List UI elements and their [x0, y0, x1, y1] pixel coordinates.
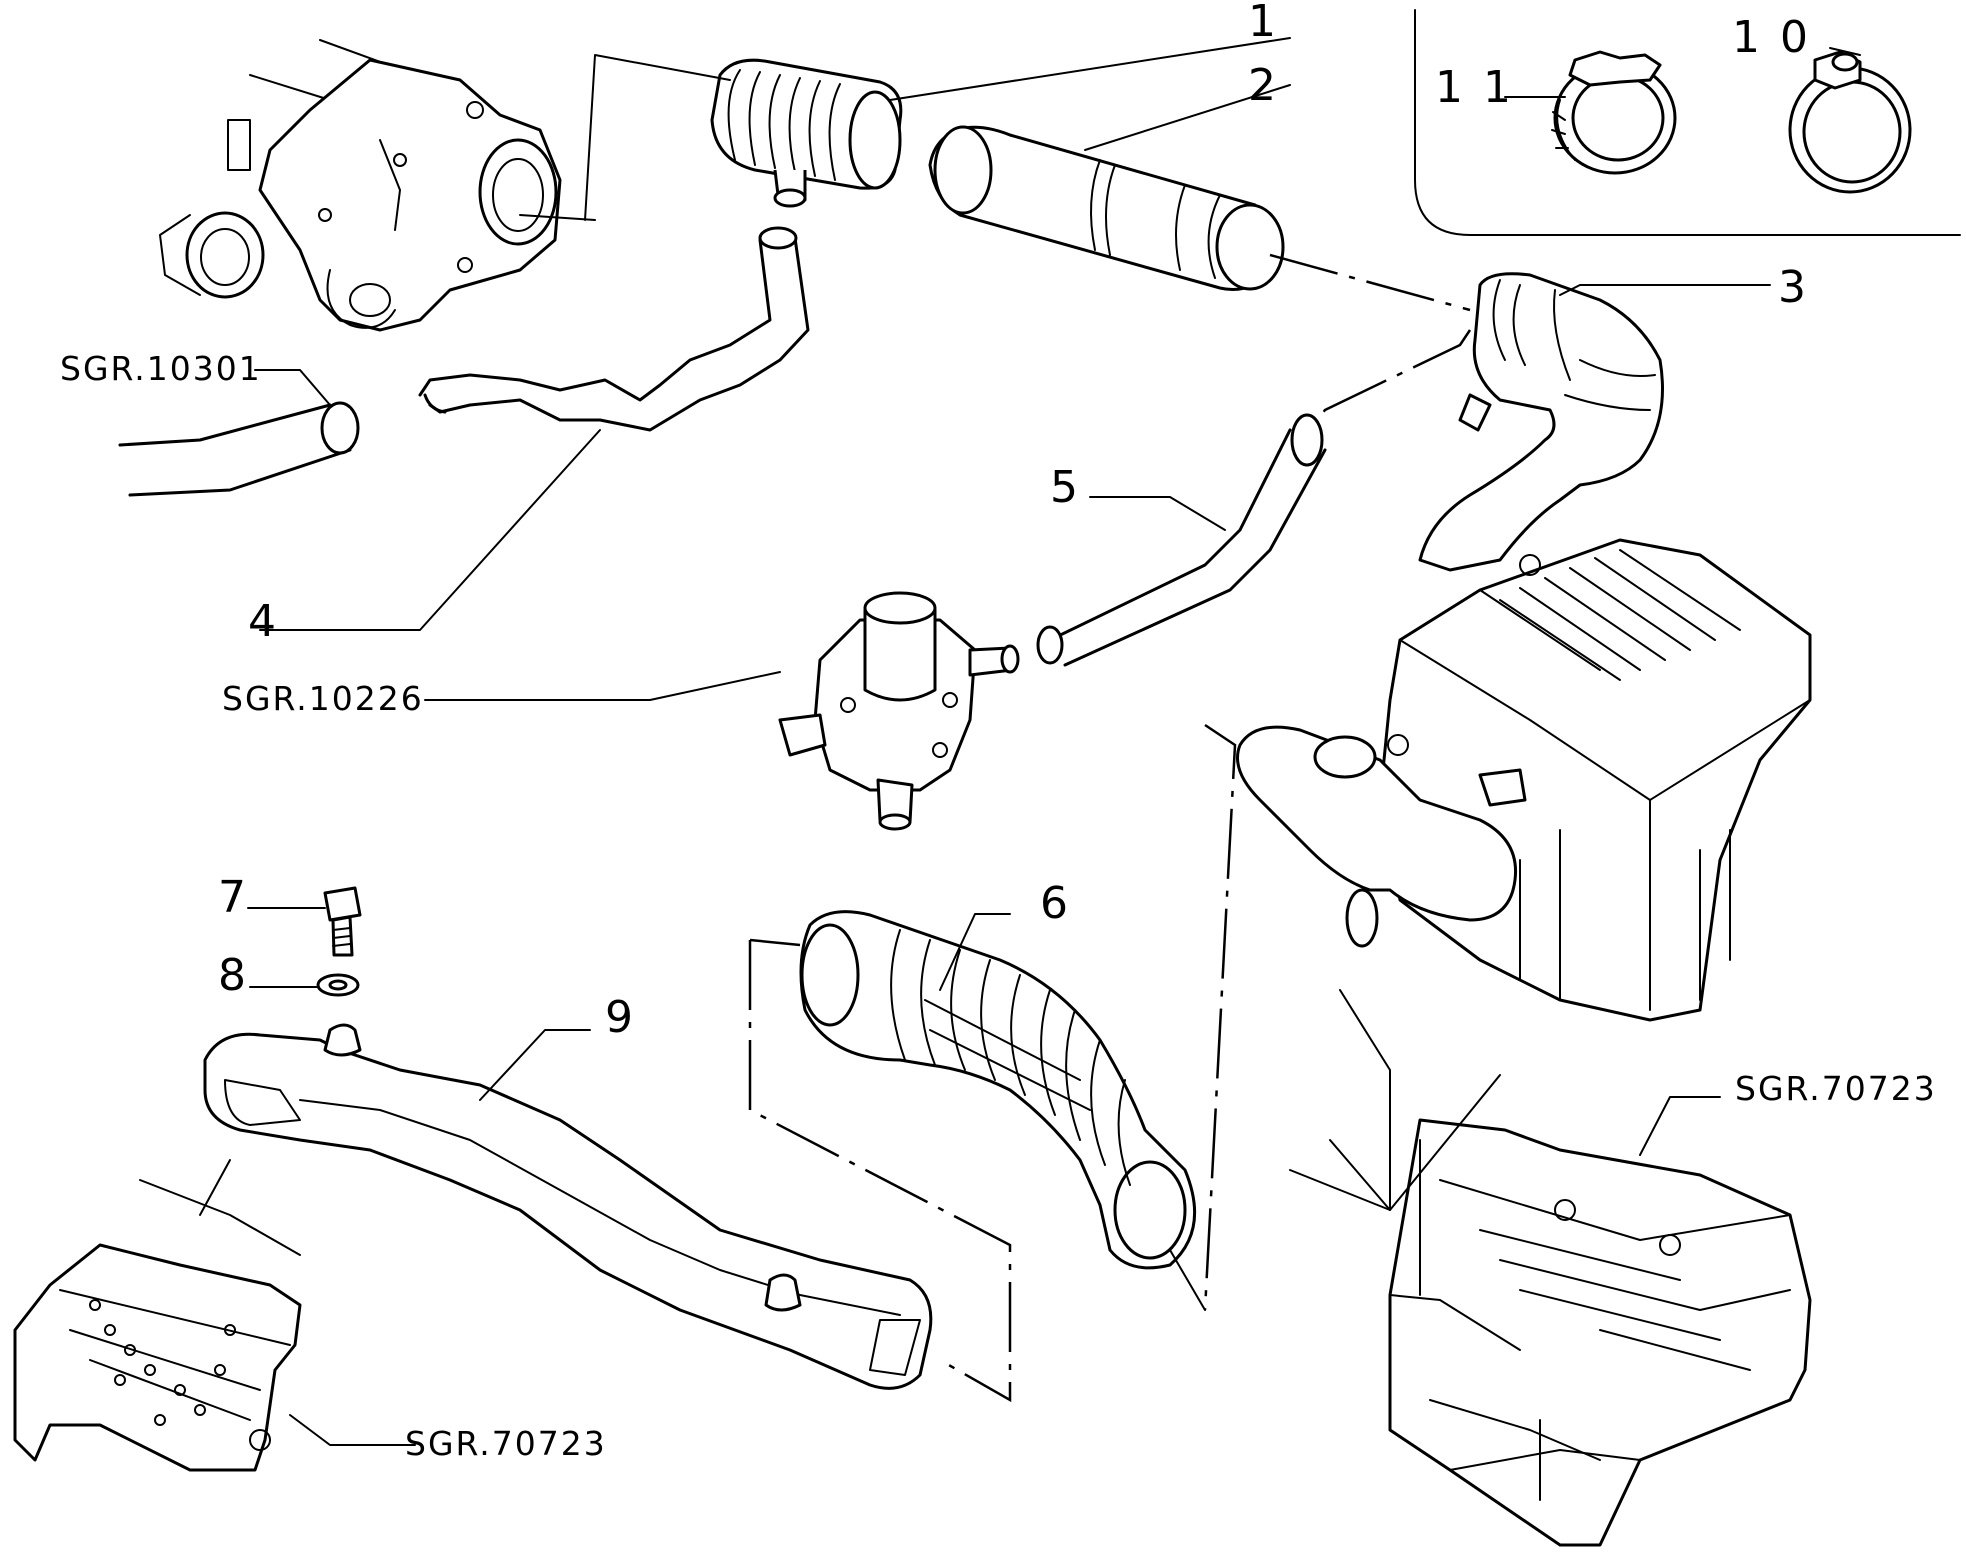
pointer-6-end [1169, 1249, 1206, 1311]
reference-label-70723-right: SGR.70723 [1735, 1069, 1937, 1108]
reference-valve-10226 [778, 591, 1020, 831]
part-1-bellows [710, 58, 903, 208]
part-2-tube [928, 125, 1285, 291]
reference-label-10301: SGR.10301 [60, 349, 262, 388]
part-7-bolt [323, 886, 362, 957]
dashed-frame-left [748, 940, 1012, 1403]
part-5-hose [1036, 413, 1327, 667]
dashed-frame-top [749, 938, 801, 947]
air-filter-assembly [1236, 272, 1812, 1022]
callout-1: 1 [1248, 0, 1279, 47]
reference-shield-right [1289, 989, 1812, 1547]
connection-line-3-5 [1309, 329, 1472, 431]
part-9-duct [203, 1023, 933, 1390]
callout-6: 6 [1040, 878, 1071, 929]
callout-4: 4 [248, 596, 279, 647]
callout-3: 3 [1778, 262, 1809, 313]
part-10-clamp [1788, 50, 1912, 194]
callout-2: 2 [1248, 60, 1279, 111]
connection-line-2-3 [1269, 253, 1471, 312]
callout-8: 8 [218, 950, 249, 1001]
part-8-washer [316, 973, 360, 997]
part-4-hose [418, 226, 810, 432]
callout-11: 1 1 [1435, 62, 1514, 113]
dashed-frame-right [1203, 723, 1237, 1311]
callout-5: 5 [1050, 462, 1081, 513]
inset-frame [1414, 9, 1961, 236]
throttle-body-drawing [159, 39, 562, 332]
reference-label-10226: SGR.10226 [222, 679, 424, 718]
reference-shield-left [13, 1159, 302, 1472]
callout-10: 1 0 [1732, 12, 1811, 63]
reference-hose-10301 [118, 401, 360, 497]
callout-9: 9 [605, 992, 636, 1043]
leader-lines [247, 37, 1861, 1446]
part-11-clamp [1551, 50, 1677, 175]
reference-label-70723-bottom: SGR.70723 [405, 1424, 607, 1463]
callout-7: 7 [218, 872, 249, 923]
part-6-corrugated-hose [799, 910, 1197, 1270]
